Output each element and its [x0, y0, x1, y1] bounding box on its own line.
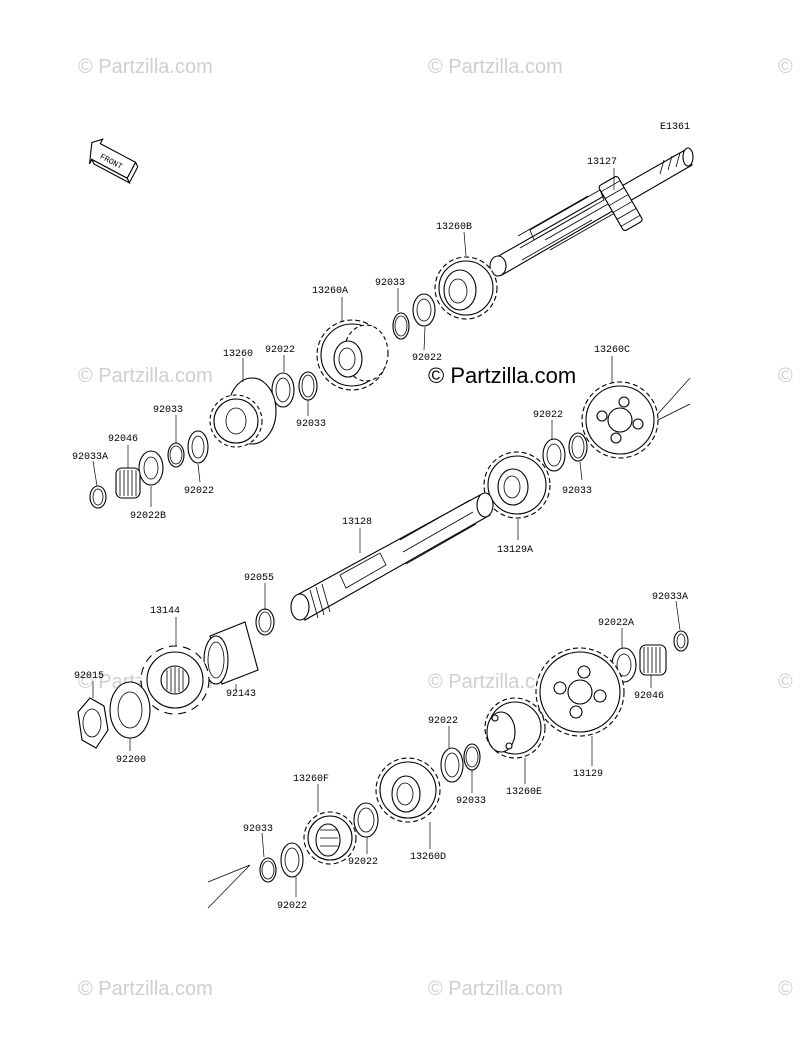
watermarks: © Partzilla.com © Partzilla.com © Partzi…: [78, 56, 800, 1000]
collar-92022-lower-2: [353, 802, 379, 838]
label-13260a: 13260A: [312, 286, 348, 297]
label-92015: 92015: [74, 671, 104, 682]
label-13260b: 13260B: [436, 222, 472, 233]
circlip-92033a-upper: [89, 485, 107, 509]
watermark-lower-right: © Partzilla.com: [778, 671, 800, 693]
circlip-92033-upper: [392, 312, 410, 340]
collar-92022b: [138, 450, 164, 486]
part-labels: 13127 13260B 92033 13260A 13260 92022 92…: [72, 157, 688, 912]
front-arrow-icon: FRONT: [88, 138, 139, 185]
label-13260: 13260: [223, 349, 253, 360]
gear-13260: [209, 377, 277, 448]
label-92022: 92022: [533, 410, 563, 421]
label-92022: 92022: [412, 353, 442, 364]
leader-lines: [92, 168, 681, 897]
collar-92022-mid: [271, 372, 295, 408]
nut-92015: [77, 697, 109, 749]
lockwasher-92200: [109, 681, 151, 739]
watermark-bottom-left: © Partzilla.com: [78, 978, 213, 1000]
gear-13129a: [483, 451, 551, 519]
label-92022b: 92022B: [130, 511, 166, 522]
watermark-bottom-center: © Partzilla.com: [428, 978, 563, 1000]
diagram-code: E1361: [660, 122, 690, 133]
gear-13260e: [484, 697, 546, 759]
label-13128: 13128: [342, 517, 372, 528]
label-92022: 92022: [348, 857, 378, 868]
label-13260f: 13260F: [293, 774, 329, 785]
gear-13260d: [375, 757, 441, 823]
label-92033a: 92033A: [652, 592, 688, 603]
label-92200: 92200: [116, 755, 146, 766]
label-92022: 92022: [265, 345, 295, 356]
label-92046: 92046: [108, 434, 138, 445]
label-92033a: 92033A: [72, 452, 108, 463]
middle-shaft-assembly: [77, 381, 659, 749]
label-13260d: 13260D: [410, 852, 446, 863]
label-92022: 92022: [428, 716, 458, 727]
shaft-13127: [489, 147, 694, 277]
circlip-92055: [255, 608, 275, 636]
gear-13260b: [434, 256, 498, 320]
watermark-mid-right: © Partzilla.com: [778, 365, 800, 387]
label-92033: 92033: [375, 278, 405, 289]
label-13127: 13127: [587, 157, 617, 168]
label-92143: 92143: [226, 689, 256, 700]
watermark-top-left: © Partzilla.com: [78, 56, 213, 78]
gear-13129: [535, 647, 625, 737]
collar-92143: [203, 621, 259, 685]
needle-bearing-92046-upper: [115, 467, 141, 499]
circlip-92033a-lower: [673, 630, 689, 652]
label-92033: 92033: [562, 486, 592, 497]
collar-92022-lower-3: [280, 842, 304, 878]
label-92046: 92046: [634, 691, 664, 702]
label-92033: 92033: [296, 419, 326, 430]
collar-92022-left: [187, 430, 209, 464]
watermark-mid-left: © Partzilla.com: [78, 365, 213, 387]
label-92055: 92055: [244, 573, 274, 584]
label-92033: 92033: [153, 405, 183, 416]
label-13144: 13144: [150, 606, 180, 617]
gear-13260c: [581, 381, 659, 459]
label-13260e: 13260E: [506, 787, 542, 798]
collar-92022-upper: [412, 293, 436, 327]
upper-shaft-assembly: [89, 147, 694, 509]
collar-92022-right: [542, 438, 566, 472]
label-92033: 92033: [456, 796, 486, 807]
circlip-92033-mid: [298, 371, 318, 401]
shaft-13128: [290, 492, 494, 621]
circlip-92033-left: [167, 442, 185, 468]
circlip-92033-right: [568, 432, 588, 462]
label-92033: 92033: [243, 824, 273, 835]
label-92022: 92022: [277, 901, 307, 912]
sprocket-13144: [140, 645, 210, 715]
lower-shaft-assembly: [259, 630, 689, 883]
circlip-92033-lower: [463, 743, 481, 771]
gear-13260f: [303, 811, 357, 865]
watermark-top-right: © Partzilla.com: [778, 56, 800, 78]
label-13129a: 13129A: [497, 545, 533, 556]
label-13260c: 13260C: [594, 345, 630, 356]
label-92022: 92022: [184, 486, 214, 497]
center-watermark: © Partzilla.com: [428, 363, 576, 388]
watermark-top-center: © Partzilla.com: [428, 56, 563, 78]
collar-92022-lower: [440, 747, 464, 783]
needle-bearing-92046-lower: [639, 644, 667, 676]
gear-13260a: [316, 319, 389, 391]
circlip-92033-lower-2: [259, 857, 277, 883]
watermark-bottom-right: © Partzilla.com: [778, 978, 800, 1000]
watermark-lower-center: © Partzilla.com: [428, 671, 563, 693]
label-13129: 13129: [573, 769, 603, 780]
label-92022a: 92022A: [598, 618, 634, 629]
pointer-left: [207, 864, 251, 909]
